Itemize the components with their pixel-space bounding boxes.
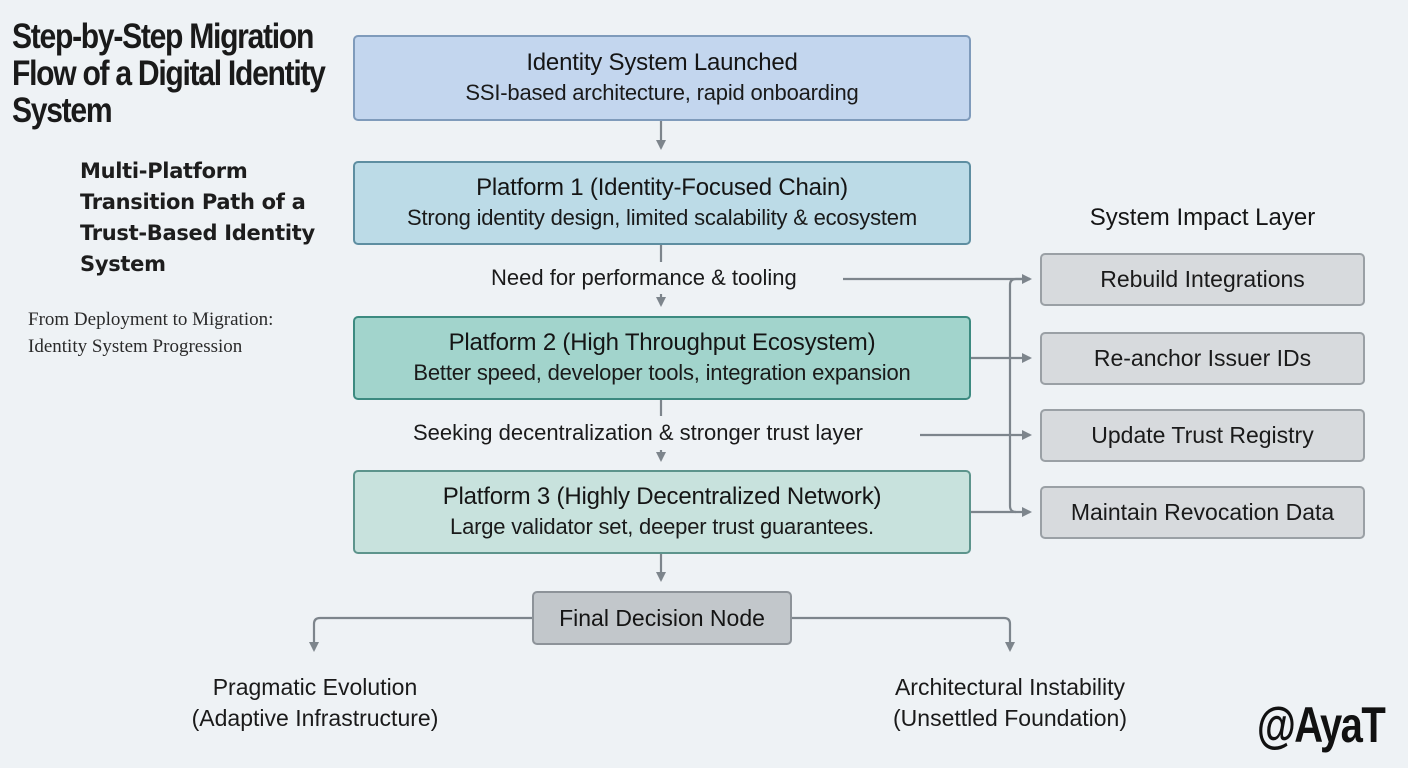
stage-description: Strong identity design, limited scalabil… — [407, 205, 917, 230]
impact-rebuild-integrations: Rebuild Integrations — [1040, 253, 1365, 306]
impact-reanchor-issuer-ids: Re-anchor Issuer IDs — [1040, 332, 1365, 385]
impact-bracket — [1008, 277, 1030, 514]
tagline-line-2: Identity System Progression — [28, 336, 243, 357]
page-subtitle: Multi-Platform Transition Path of a Trus… — [80, 159, 315, 276]
branch-right — [792, 616, 1015, 652]
transition-label-performance: Need for performance & tooling — [491, 265, 797, 290]
outcome-title: Architectural Instability — [894, 674, 1126, 700]
stage-description: Better speed, developer tools, integrati… — [413, 360, 911, 385]
stage-platform-2: Platform 2 (High Throughput Ecosystem) B… — [353, 316, 971, 400]
stage-description: SSI-based architecture, rapid onboarding — [465, 80, 859, 105]
outcome-title: Pragmatic Evolution — [212, 674, 418, 700]
branch-left — [309, 616, 532, 652]
watermark: @AyaT — [1256, 697, 1386, 753]
outcome-pragmatic-evolution: Pragmatic Evolution (Adaptive Infrastruc… — [155, 672, 475, 734]
impact-layer-title: System Impact Layer — [1089, 204, 1316, 231]
page-title: Step-by-Step Migration Flow of a Digital… — [12, 17, 326, 130]
stage-title: Identity System Launched — [526, 49, 798, 76]
stage-title: Platform 3 (Highly Decentralized Network… — [442, 483, 882, 510]
outcome-architectural-instability: Architectural Instability (Unsettled Fou… — [850, 672, 1170, 734]
transition-label-decentralization: Seeking decentralization & stronger trus… — [413, 420, 864, 445]
final-decision-node: Final Decision Node — [532, 591, 792, 645]
tagline-line-1: From Deployment to Migration: — [28, 309, 274, 330]
impact-update-trust-registry: Update Trust Registry — [1040, 409, 1365, 462]
outcome-subtitle: (Unsettled Foundation) — [893, 705, 1127, 731]
outcome-subtitle: (Adaptive Infrastructure) — [191, 705, 439, 731]
stage-platform-1: Platform 1 (Identity-Focused Chain) Stro… — [353, 161, 971, 245]
stage-title: Platform 2 (High Throughput Ecosystem) — [448, 329, 876, 356]
stage-launch: Identity System Launched SSI-based archi… — [353, 35, 971, 121]
stage-title: Platform 1 (Identity-Focused Chain) — [476, 174, 848, 201]
tagline: From Deployment to Migration: Identity S… — [28, 306, 348, 360]
stage-platform-3: Platform 3 (Highly Decentralized Network… — [353, 470, 971, 554]
stage-description: Large validator set, deeper trust guaran… — [450, 514, 874, 539]
impact-maintain-revocation-data: Maintain Revocation Data — [1040, 486, 1365, 539]
